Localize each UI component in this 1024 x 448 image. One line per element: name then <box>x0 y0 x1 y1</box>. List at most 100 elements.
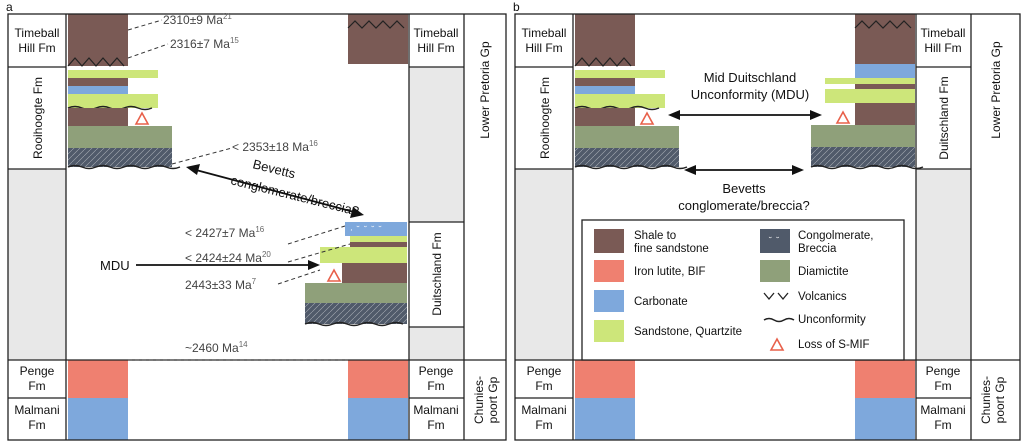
legend-label: Loss of S-MIF <box>798 339 870 351</box>
chuniespoort-label-1: Chunies- <box>979 376 993 424</box>
shale-block <box>68 78 128 86</box>
legend-label: Breccia <box>798 243 837 255</box>
bevetts-label-2: conglomerate/breccia? <box>229 172 360 218</box>
malmani-label-1: Malmani <box>521 403 566 417</box>
timeball-label-2: Hill Fm <box>525 41 562 55</box>
chuniespoort-label-2: poort Gp <box>486 376 500 423</box>
malmani-label-2: Fm <box>28 418 45 432</box>
legend-label: Shale to <box>634 230 676 242</box>
carbonate-block <box>68 398 128 440</box>
legend-swatch-diamictite <box>760 260 790 282</box>
grey-cell-left <box>8 169 66 360</box>
carbonate-block <box>345 222 407 236</box>
iron-block <box>68 360 128 398</box>
svg-text:· ˘ ˘ ˘ ˘: · ˘ ˘ ˘ ˘ <box>350 225 382 236</box>
age-label: 2443±33 Ma7 <box>185 277 257 292</box>
mdu-label: MDU <box>100 258 130 273</box>
malmani-label-2: Fm <box>427 418 444 432</box>
panel-a: a · ˘ ˘ ˘ ˘ <box>6 0 507 441</box>
sandstone-block <box>575 94 665 108</box>
age-label: < 2427±7 Ma16 <box>185 225 265 240</box>
shale-block <box>855 14 915 64</box>
smif-icon <box>769 337 785 351</box>
rooihoogte-label: Rooihoogte Fm <box>538 77 552 159</box>
panel-b: b <box>513 0 1021 441</box>
sandstone-block <box>575 70 665 78</box>
sandstone-block <box>825 78 915 84</box>
volcanics-marker <box>574 57 632 67</box>
legend-swatch-sandstone <box>594 320 624 342</box>
unconformity-icon <box>763 317 795 323</box>
unconformity-line <box>574 164 688 170</box>
mdu-double-arrow <box>668 110 822 120</box>
age-label: < 2353±18 Ma16 <box>232 139 318 154</box>
penge-label-1: Penge <box>419 364 454 378</box>
penge-label-1: Penge <box>527 364 562 378</box>
volcanics-marker <box>67 57 125 67</box>
legend-swatch-shale <box>594 229 624 253</box>
legend-swatch-carbonate <box>594 290 624 312</box>
mdu-label-2: Unconformity (MDU) <box>691 87 809 102</box>
iron-block <box>348 360 408 398</box>
unconformity-line <box>67 164 181 170</box>
shale-block <box>855 103 915 125</box>
malmani-label-2: Fm <box>934 418 951 432</box>
iron-block <box>855 360 915 398</box>
grey-cell-right-lower <box>409 327 464 360</box>
penge-label-1: Penge <box>926 364 961 378</box>
shale-block <box>575 78 635 86</box>
penge-label-2: Fm <box>28 379 45 393</box>
unconformity-line <box>304 321 404 327</box>
diamictite-block <box>811 125 915 147</box>
legend-label: Diamictite <box>798 266 848 278</box>
mdu-arrow <box>136 260 320 270</box>
legend: Shale to fine sandstone Iron lutite, BIF… <box>581 219 905 361</box>
sandstone-block <box>825 89 915 103</box>
lower-pretoria-label: Lower Pretoria Gp <box>478 41 492 139</box>
shale-block <box>575 14 635 66</box>
grey-cell-left <box>515 169 573 360</box>
penge-label-2: Fm <box>535 379 552 393</box>
timeball-label-1: Timeball <box>522 26 567 40</box>
shale-block <box>350 242 407 247</box>
legend-label: Carbonate <box>634 296 688 308</box>
legend-label: Sandstone, Quartzite <box>634 326 742 338</box>
sandstone-block <box>68 70 158 78</box>
duitschland-label: Duitschland Fm <box>937 76 951 159</box>
timeball-label-2: Hill Fm <box>924 41 961 55</box>
carbonate-block <box>855 398 915 440</box>
grey-cell-right <box>916 169 971 360</box>
malmani-label-1: Malmani <box>920 403 965 417</box>
carbonate-block <box>348 398 408 440</box>
penge-label-1: Penge <box>20 364 55 378</box>
penge-label-2: Fm <box>934 379 951 393</box>
iron-block <box>575 360 635 398</box>
timeball-label-1: Timeball <box>921 26 966 40</box>
smif-triangle <box>639 111 655 125</box>
unconformity-line <box>810 164 924 170</box>
chuniespoort-label-1: Chunies- <box>472 376 486 424</box>
lower-pretoria-label: Lower Pretoria Gp <box>989 41 1003 139</box>
panel-a-label: a <box>6 0 13 14</box>
panel-b-label: b <box>513 0 520 14</box>
volcanics-icon <box>763 292 789 301</box>
shale-block <box>68 14 128 66</box>
legend-swatch-conglomerate <box>760 229 790 253</box>
smif-triangle <box>326 268 342 282</box>
mdu-label-1: Mid Duitschland <box>704 70 797 85</box>
grey-cell-right-upper <box>409 67 464 222</box>
penge-label-2: Fm <box>427 379 444 393</box>
carbonate-block <box>575 86 635 94</box>
bevetts-label-2: conglomerate/breccia? <box>678 198 810 213</box>
timeball-label-2: Hill Fm <box>417 41 454 55</box>
volcanics-marker <box>854 20 912 29</box>
carbonate-block <box>855 64 915 78</box>
legend-label: Volcanics <box>798 291 847 303</box>
svg-text:˘ ˘: ˘ ˘ <box>768 236 780 247</box>
shale-block <box>342 263 407 283</box>
sandstone-block <box>68 94 158 108</box>
age-label: < 2424±24 Ma20 <box>185 250 271 265</box>
age-label: ~2460 Ma14 <box>185 340 248 355</box>
shale-block <box>855 84 915 89</box>
